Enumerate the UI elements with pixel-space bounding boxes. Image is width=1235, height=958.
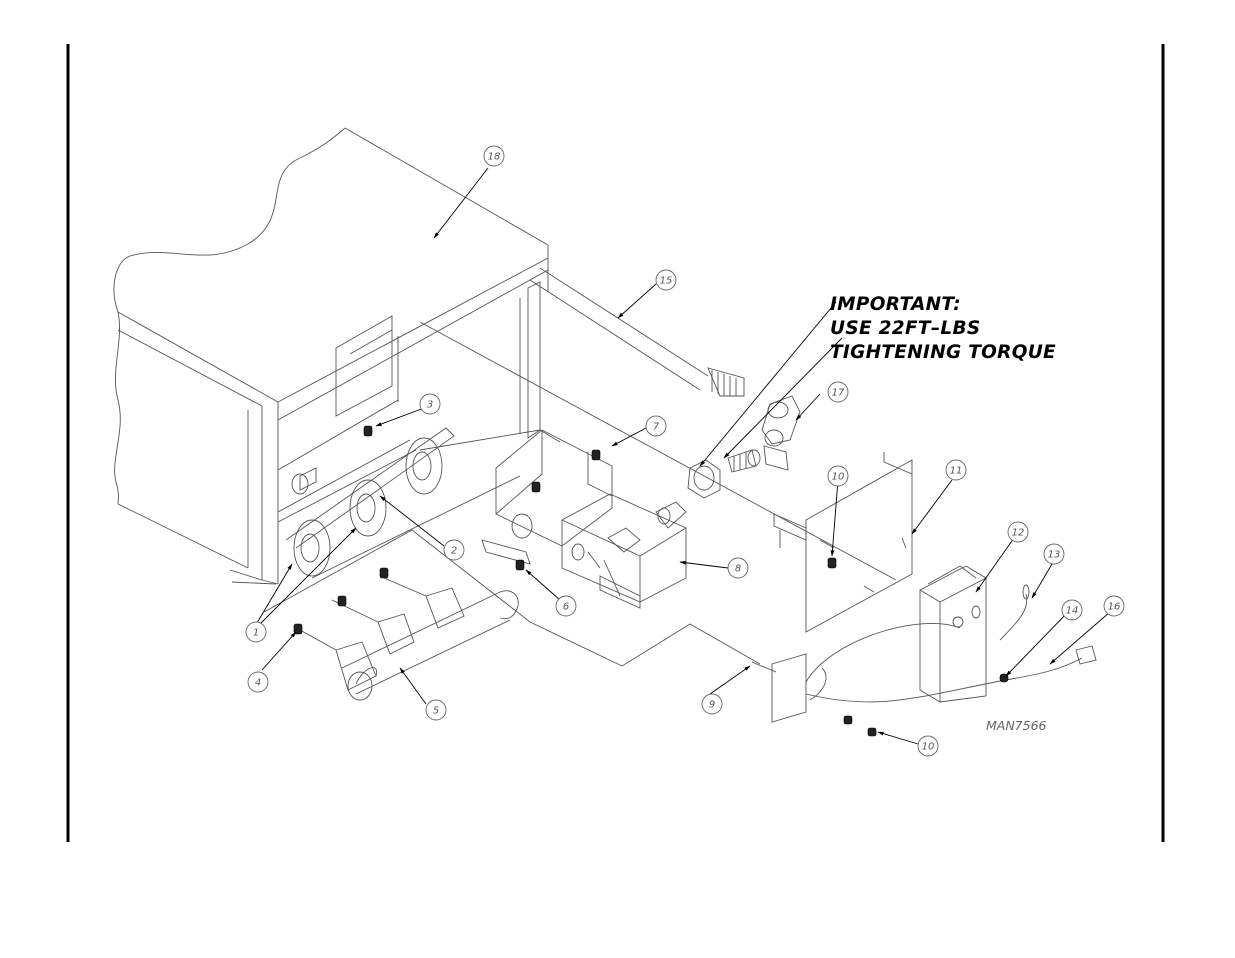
callout-label-15: 15 — [660, 276, 673, 287]
callout-label-6: 6 — [563, 602, 569, 613]
callout-label-13: 13 — [1048, 550, 1061, 561]
leader-lines — [254, 168, 1110, 744]
callout-label-10: 10 — [922, 742, 935, 753]
callout-label-16: 16 — [1108, 602, 1121, 613]
torque-note-line-3: TIGHTENING TORQUE — [830, 342, 1056, 363]
callout-label-10: 10 — [832, 472, 845, 483]
torque-note-line-2: USE 22FT–LBS — [830, 318, 981, 339]
union-fitting-part — [688, 450, 760, 498]
callout-label-7: 7 — [653, 422, 660, 433]
ignition-module-part — [920, 566, 986, 702]
callout-label-11: 11 — [950, 466, 963, 477]
callout-label-2: 2 — [451, 546, 457, 557]
callout-label-5: 5 — [433, 706, 439, 717]
callout-label-8: 8 — [735, 564, 741, 575]
igniter-assembly-part — [752, 585, 1096, 722]
callout-label-4: 4 — [255, 678, 261, 689]
callout-label-3: 3 — [427, 400, 433, 411]
gas-valve-part — [562, 494, 686, 608]
callout-label-9: 9 — [709, 700, 715, 711]
callout-label-14: 14 — [1066, 606, 1079, 617]
callout-label-18: 18 — [488, 152, 501, 163]
burner-assembly-part — [264, 476, 760, 700]
callout-label-1: 1 — [253, 628, 259, 639]
torque-note-line-1: IMPORTANT: — [830, 294, 961, 315]
gas-tube-part — [530, 268, 744, 396]
torque-note: IMPORTANT: USE 22FT–LBS TIGHTENING TORQU… — [830, 294, 1056, 363]
drawing-number: MAN7566 — [986, 718, 1047, 733]
callout-label-17: 17 — [832, 388, 845, 399]
elbow-fitting-part — [762, 396, 800, 470]
callout-label-12: 12 — [1012, 528, 1025, 539]
fastener-hardware — [294, 426, 1008, 736]
